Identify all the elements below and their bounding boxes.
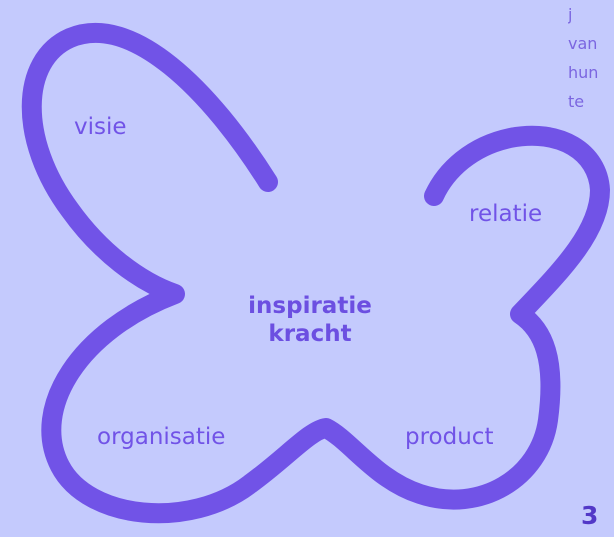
side-text-line: te	[568, 92, 585, 111]
label-organisatie: organisatie	[97, 424, 226, 450]
cropped-side-text: j van hun te	[568, 0, 614, 116]
page-number: 3	[581, 501, 599, 530]
center-text: inspiratie kracht	[210, 292, 410, 348]
label-visie: visie	[74, 114, 127, 140]
label-product: product	[405, 424, 494, 450]
label-relatie: relatie	[469, 201, 543, 227]
side-text-line: van	[568, 34, 598, 53]
center-line-2: kracht	[268, 321, 352, 348]
side-text-line: hun	[568, 63, 599, 82]
side-text-line: j	[568, 5, 573, 24]
center-line-1: inspiratie	[248, 293, 372, 319]
butterfly-wings-path	[21, 23, 610, 524]
